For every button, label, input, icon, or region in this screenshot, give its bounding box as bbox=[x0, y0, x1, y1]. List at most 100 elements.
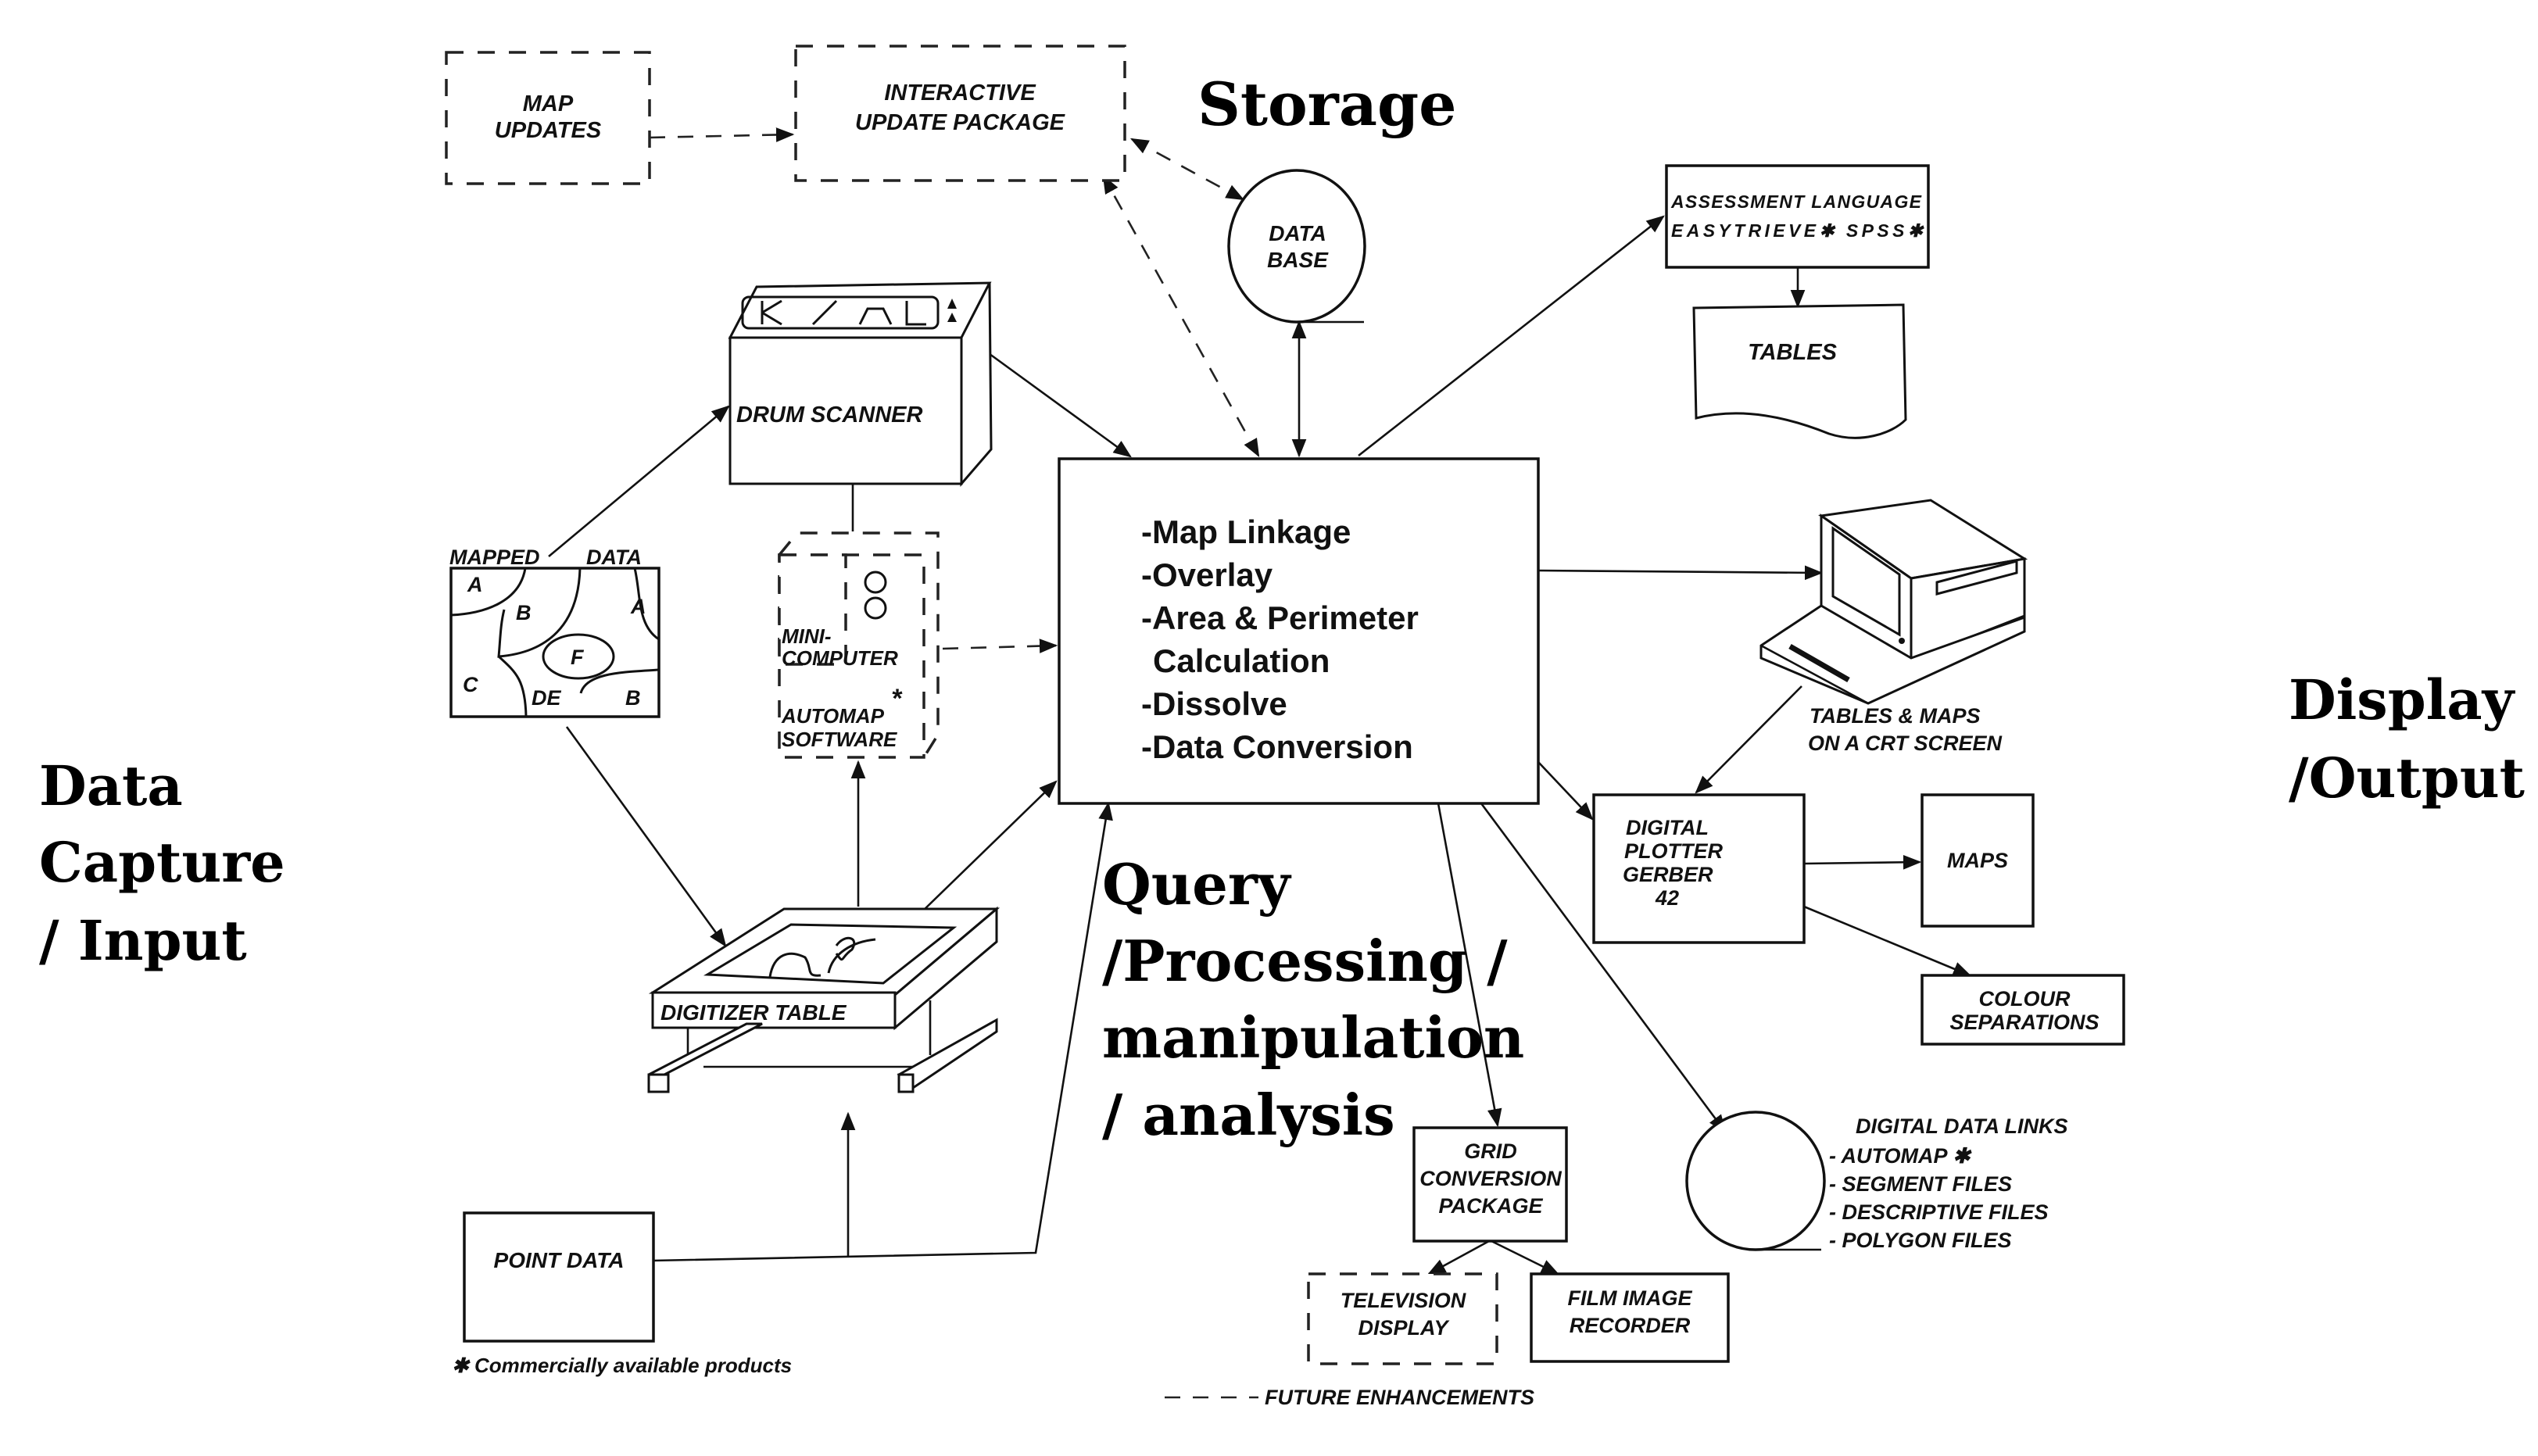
processing-function-3b: Calculation bbox=[1153, 642, 1330, 679]
connector-grid-to-film bbox=[1491, 1240, 1560, 1275]
assessment-language-box: ASSESSMENT LANGUAGE EASYTRIEVE✱ SPSS✱ bbox=[1665, 164, 1930, 269]
colour-line1: COLOUR bbox=[1979, 987, 2071, 1011]
digital-data-links: DIGITAL DATA LINKS - AUTOMAP ✱ - SEGMENT… bbox=[1685, 1111, 2067, 1252]
connector-mapped-to-scanner bbox=[548, 405, 730, 557]
connector-minicomputer-to-processing bbox=[942, 639, 1058, 653]
connector-mapped-to-digitizer bbox=[565, 726, 727, 947]
grid-conversion-box: GRID CONVERSION PACKAGE bbox=[1412, 1126, 1568, 1243]
legend-future-label: FUTURE ENHANCEMENTS bbox=[1265, 1386, 1534, 1409]
data-links-title: DIGITAL DATA LINKS bbox=[1856, 1114, 2067, 1138]
database-line1: DATA bbox=[1269, 221, 1326, 245]
connector-crt-to-plotter bbox=[1695, 685, 1802, 794]
mapped-data: MAPPED DATA A B A F C DE B bbox=[449, 546, 660, 718]
stage-label-processing-4: / analysis bbox=[1102, 1082, 1395, 1148]
tables-label: TABLES bbox=[1748, 340, 1838, 365]
database-icon bbox=[1227, 169, 1366, 324]
map-updates-line2: UPDATES bbox=[495, 118, 602, 143]
connector-processing-to-interactive bbox=[1102, 174, 1260, 458]
assessment-line1: ASSESSMENT LANGUAGE bbox=[1670, 191, 1922, 212]
drum-scanner: DRUM SCANNER bbox=[728, 281, 993, 488]
connector-processing-to-assessment bbox=[1358, 215, 1665, 457]
processing-function-5: -Data Conversion bbox=[1141, 728, 1413, 765]
data-links-item-3: - DESCRIPTIVE FILES bbox=[1829, 1200, 2049, 1224]
document-icon bbox=[1692, 303, 1907, 439]
maps-box: MAPS bbox=[1921, 793, 2035, 928]
connector-digitizer-to-processing bbox=[920, 780, 1058, 914]
grid-line3: PACKAGE bbox=[1438, 1194, 1543, 1218]
stage-label-processing-2: /Processing / bbox=[1102, 928, 1508, 994]
connector-plotter-to-colour bbox=[1803, 905, 1972, 977]
tv-line1: TELEVISION bbox=[1341, 1289, 1466, 1312]
map-region-a1: A bbox=[467, 573, 483, 596]
mini-computer-line3: AUTOMAP bbox=[781, 704, 885, 728]
connector-grid-to-tv bbox=[1427, 1240, 1490, 1275]
map-region-c: C bbox=[463, 673, 478, 696]
stage-label-output-2: /Output bbox=[2289, 746, 2525, 810]
processing-function-3: -Area & Perimeter bbox=[1141, 599, 1419, 636]
mini-computer-line2: COMPUTER bbox=[782, 646, 898, 670]
crt-terminal-icon bbox=[1759, 499, 2028, 705]
drum-scanner-icon bbox=[728, 281, 993, 488]
mini-computer-line4: SOFTWARE bbox=[782, 728, 897, 751]
grid-line2: CONVERSION bbox=[1419, 1167, 1562, 1190]
digitizer-table: DIGITIZER TABLE bbox=[647, 906, 1001, 1093]
map-updates-line1: MAP bbox=[523, 91, 574, 116]
film-image-recorder-box: FILM IMAGE RECORDER bbox=[1530, 1272, 1730, 1363]
connector-processing-to-datalinks bbox=[1480, 803, 1727, 1133]
legend-future: FUTURE ENHANCEMENTS bbox=[1165, 1386, 1534, 1409]
stage-label-input-3: / Input bbox=[39, 908, 247, 973]
database-line2: BASE bbox=[1267, 248, 1329, 272]
legend-commercial: ✱ Commercially available products bbox=[452, 1354, 792, 1377]
television-display-box: TELEVISION DISPLAY bbox=[1307, 1272, 1498, 1365]
connector-processing-to-plotter bbox=[1537, 761, 1594, 821]
connector-map-updates-to-interactive bbox=[649, 127, 795, 142]
mapped-data-title-right: DATA bbox=[586, 546, 642, 569]
processing-function-4: -Dissolve bbox=[1141, 685, 1287, 722]
point-data-box: POINT DATA bbox=[463, 1211, 655, 1343]
connector-processing-to-crt bbox=[1537, 565, 1824, 581]
film-line2: RECORDER bbox=[1570, 1314, 1691, 1337]
stage-label-processing-1: Query bbox=[1102, 851, 1292, 918]
data-links-item-2: - SEGMENT FILES bbox=[1829, 1172, 2012, 1196]
plotter-line4: 42 bbox=[1655, 886, 1679, 910]
crt-terminal: TABLES & MAPS ON A CRT SCREEN bbox=[1759, 499, 2028, 755]
map-region-b2: B bbox=[625, 686, 641, 710]
interactive-line2: UPDATE PACKAGE bbox=[855, 110, 1066, 135]
digitizer-table-label: DIGITIZER TABLE bbox=[660, 1000, 847, 1025]
data-links-disk-icon bbox=[1685, 1111, 1826, 1251]
interactive-line1: INTERACTIVE bbox=[884, 80, 1036, 106]
map-sheet-icon bbox=[449, 567, 660, 718]
processing-function-1: -Map Linkage bbox=[1141, 513, 1351, 550]
mapped-data-title-left: MAPPED bbox=[449, 546, 540, 569]
connector-scanner-to-processing bbox=[986, 350, 1132, 458]
grid-line1: GRID bbox=[1464, 1139, 1517, 1163]
point-data-label: POINT DATA bbox=[494, 1248, 625, 1272]
interactive-update-package-box: INTERACTIVE UPDATE PACKAGE bbox=[794, 45, 1126, 182]
crt-caption-line1: TABLES & MAPS bbox=[1810, 704, 1981, 728]
connector-interactive-database bbox=[1129, 138, 1245, 201]
plotter-line3: GERBER bbox=[1623, 863, 1713, 886]
assessment-line2: EASYTRIEVE✱ SPSS✱ bbox=[1671, 220, 1925, 241]
map-region-a2: A bbox=[630, 595, 646, 618]
mini-computer-line1: MINI- bbox=[782, 624, 832, 648]
data-links-item-1: - AUTOMAP ✱ bbox=[1829, 1144, 1972, 1168]
stage-label-input-2: Capture bbox=[39, 830, 285, 895]
colour-separations-box: COLOUR SEPARATIONS bbox=[1921, 974, 2125, 1046]
digitizer-table-icon bbox=[647, 906, 1001, 1093]
map-region-f: F bbox=[571, 646, 585, 669]
film-line1: FILM IMAGE bbox=[1568, 1286, 1693, 1310]
mini-computer-icon bbox=[778, 516, 940, 759]
map-updates-box: MAP UPDATES bbox=[445, 51, 651, 185]
data-links-item-4: - POLYGON FILES bbox=[1829, 1229, 2012, 1252]
map-region-de: DE bbox=[532, 686, 561, 710]
mini-computer-asterisk: * bbox=[891, 684, 903, 714]
crt-caption-line2: ON A CRT SCREEN bbox=[1808, 732, 2003, 755]
drum-scanner-label: DRUM SCANNER bbox=[736, 402, 923, 427]
tv-line2: DISPLAY bbox=[1358, 1316, 1450, 1340]
tables-document: TABLES bbox=[1692, 303, 1907, 439]
maps-label: MAPS bbox=[1947, 849, 2008, 872]
connectors bbox=[548, 127, 1972, 1275]
colour-line2: SEPARATIONS bbox=[1949, 1011, 2099, 1034]
processing-function-2: -Overlay bbox=[1141, 556, 1273, 593]
